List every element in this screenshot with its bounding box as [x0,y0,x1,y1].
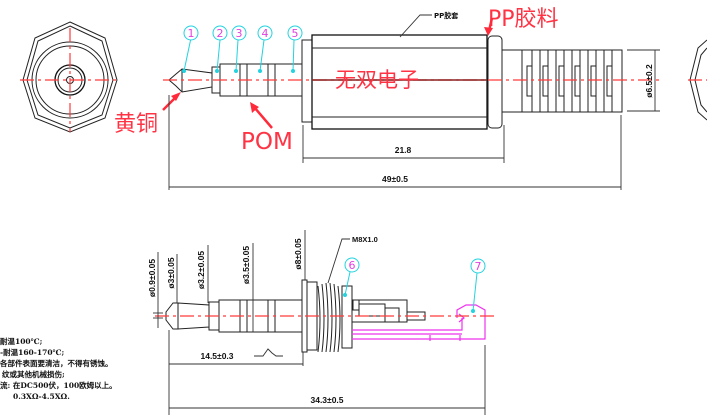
insert-step-2 [358,303,386,317]
dim-d35: ø3.5±0.05 [241,246,251,284]
note-line-4: 纹或其他机械损伤; [2,369,65,379]
dim-plug-length: 14.5±0.3 [200,351,233,361]
watermark-text: 无双电子 [335,68,419,92]
note-line-1: 耐温100℃; [0,336,43,346]
callout-4 [257,25,273,41]
plug-side-view-top [163,34,660,130]
dim-d8: ø8±0.05 [293,238,303,269]
plug-section-view-bottom [155,279,495,353]
bottom-dimensions: ø0.9±0.05 ø3±0.05 ø3.2±0.05 ø3.5±0.05 ø8… [147,230,486,415]
callout-1-label: 1 [188,27,195,40]
callout-5-label: 5 [292,27,299,40]
pom-label: POM [241,129,293,155]
top-dimensions: 21.8 49±0.5 ø6.5±0.2 [168,49,660,190]
note-line-3: 各部件表面要清洁，不得有锈蚀。 [0,358,113,368]
dim-total-length: 49±0.5 [382,174,408,184]
pom-arrowhead [250,102,259,113]
dim-tip-dia: ø0.9±0.05 [147,259,157,297]
callout-4-label: 4 [262,27,269,40]
pp-body [311,34,488,130]
pp-sleeve-label: PP胶套 [434,11,459,20]
note-line-2: -耐温160-170℃; [0,347,65,357]
callout-6-label: 6 [349,259,356,272]
callout-3 [231,25,247,41]
note-line-6: 0.3XΩ-4.5XΩ. [13,392,70,401]
insert-step [352,299,360,311]
collar [301,39,313,123]
brass-arrowhead [171,92,181,101]
end-view-right [688,39,707,121]
pom-arrow [253,106,273,129]
callout-5 [287,25,303,41]
thread [317,282,341,353]
dim-bottom-total-length: 34.3±0.5 [310,395,343,405]
insert-step-3 [384,307,400,323]
callouts-top: 1 2 3 4 5 [182,25,303,73]
pp-arrowhead [484,27,493,36]
dim-diameter-6-5: ø6.5±0.2 [644,64,654,98]
callout-6 [344,257,360,273]
pp-label-small: PP胶套 [399,11,459,38]
thread-callout: M8X1.0 [327,235,378,284]
strain-relief-fins [526,50,613,112]
callout-7-label: 7 [475,260,482,273]
callout-1 [183,25,199,41]
note-line-5: 流: 在DC500伏，100欧姆以上。 [0,380,117,390]
thread-label: M8X1.0 [352,235,378,244]
body-rim [487,35,503,129]
brass-label: 黄铜 [114,112,158,137]
dim-d32: ø3.2±0.05 [196,251,206,289]
callouts-bottom: 6 7 [343,257,486,313]
callout-2-label: 2 [217,27,224,40]
notes-block: 耐温100℃; -耐温160-170℃; 各部件表面要清洁，不得有锈蚀。 纹或其… [0,336,117,401]
strain-relief-neck [501,49,523,113]
callout-7 [470,258,486,274]
section-insert [351,299,408,323]
end-view-left [20,21,120,133]
dim-d3: ø3±0.05 [166,257,176,288]
callout-3-label: 3 [236,27,243,40]
dim-body-length: 21.8 [395,145,412,155]
pp-plastic-label: PP胶料 [488,7,559,32]
callout-2 [212,25,228,41]
part-7-terminal [352,304,486,341]
